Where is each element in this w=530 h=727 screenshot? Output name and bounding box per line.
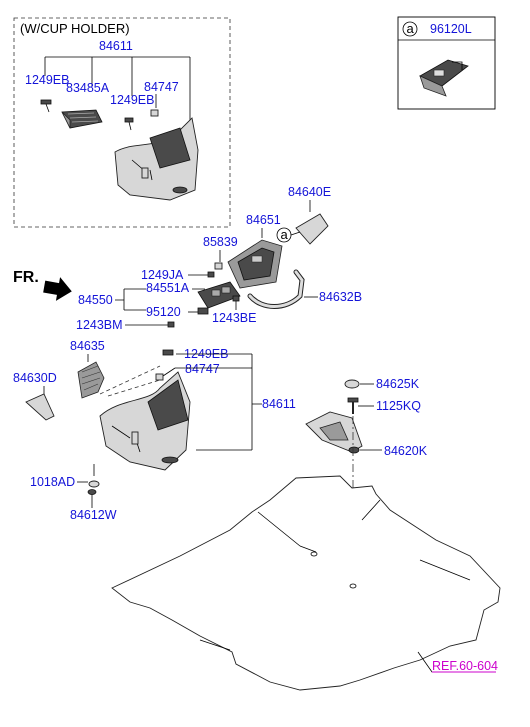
part-1243BM-screw [167, 321, 175, 328]
part-85839-clip [214, 262, 223, 270]
part-1243BE-screw [232, 295, 240, 302]
inset-screw-left [40, 99, 52, 113]
bracket-84611 [159, 353, 262, 451]
part-84632B[interactable]: 84632B [319, 290, 362, 304]
part-84630D[interactable]: 84630D [13, 371, 57, 385]
inset-part-84747[interactable]: 84747 [144, 80, 179, 94]
part-95120-jack [197, 307, 209, 315]
lower-console-84611 [99, 371, 191, 471]
front-arrow-icon [43, 277, 72, 301]
inset-part-1249EB-right[interactable]: 1249EB [110, 93, 154, 107]
inset-console-cover [114, 117, 199, 201]
bracket-84550 [115, 288, 205, 311]
floor-hole-1 [310, 551, 318, 557]
part-85839[interactable]: 85839 [203, 235, 238, 249]
inset-title: (W/CUP HOLDER) [20, 21, 130, 36]
part-84611[interactable]: 84611 [262, 397, 296, 411]
part-84640E[interactable]: 84640E [288, 185, 331, 199]
part-1249EB-screw [162, 349, 174, 356]
leader-callout-a [290, 231, 301, 236]
part-84612W-cap [87, 489, 97, 495]
part-84640E-panel [295, 213, 329, 245]
inset-part-83485A[interactable]: 83485A [66, 81, 110, 95]
part-84635-grille [77, 361, 105, 399]
inset-part-84611[interactable]: 84611 [99, 39, 133, 53]
inset-bracket-lines [44, 56, 191, 120]
part-84612W[interactable]: 84612W [70, 508, 117, 522]
part-84747[interactable]: 84747 [185, 362, 220, 376]
assembly-guide-lines [99, 365, 161, 397]
part-1125KQ-bolt [347, 397, 359, 414]
part-84630D-cover [25, 393, 55, 421]
callout-a: a [281, 227, 289, 242]
inset-clip-84747 [150, 109, 159, 117]
cup-holder-inset-box [13, 17, 231, 228]
part-1243BM[interactable]: 1243BM [76, 318, 123, 332]
legend-part-96120L[interactable]: 96120L [430, 22, 472, 36]
part-84635[interactable]: 84635 [70, 339, 105, 353]
switch-panel-84551A [197, 281, 241, 309]
floor-hole-2 [349, 583, 357, 589]
floor-contours [199, 499, 471, 651]
part-1249JA[interactable]: 1249JA [141, 268, 184, 282]
part-1125KQ[interactable]: 1125KQ [376, 399, 421, 413]
part-84620K-bracket [305, 411, 363, 454]
part-1249JA-screw [207, 271, 215, 278]
front-marker: FR. [13, 269, 39, 286]
part-84625K[interactable]: 84625K [376, 377, 420, 391]
part-84747-clip [155, 373, 164, 381]
inset-part-1249EB-left[interactable]: 1249EB [25, 73, 69, 87]
reference-link[interactable]: REF.60-604 [432, 659, 498, 673]
part-84625K-cap [344, 379, 360, 389]
part-84651[interactable]: 84651 [246, 213, 281, 227]
part-95120[interactable]: 95120 [146, 305, 181, 319]
legend-aux-jack-part [419, 59, 469, 97]
center-fascia-84651 [227, 239, 283, 289]
part-1243BE[interactable]: 1243BE [212, 311, 256, 325]
legend-marker-circle [402, 21, 418, 37]
part-84620K[interactable]: 84620K [384, 444, 428, 458]
part-1018AD-fastener [88, 480, 100, 488]
floor-panel [111, 475, 501, 691]
inset-screw-right [124, 117, 134, 131]
part-84551A[interactable]: 84551A [146, 281, 190, 295]
legend-marker: a [407, 21, 415, 36]
inset-cup-holder [61, 109, 103, 129]
part-84550[interactable]: 84550 [78, 293, 113, 307]
part-1018AD[interactable]: 1018AD [30, 475, 75, 489]
